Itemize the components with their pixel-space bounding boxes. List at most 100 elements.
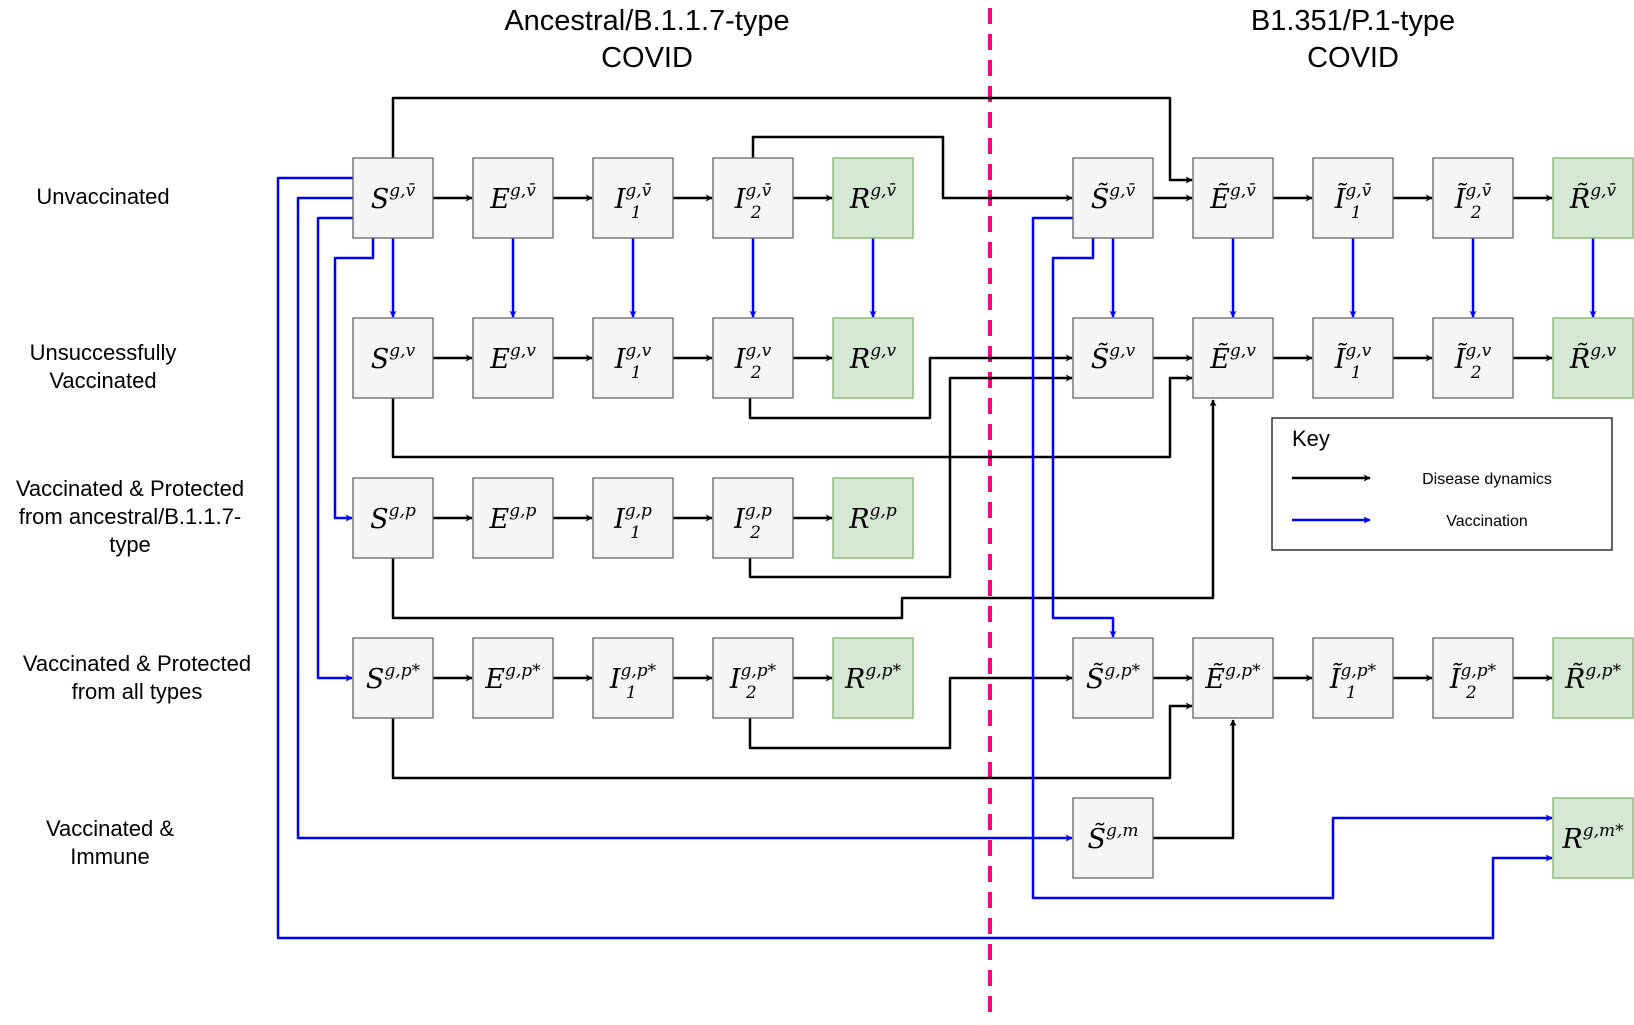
header-left-line-2: COVID xyxy=(601,42,693,74)
reinfection-arrow xyxy=(748,374,1073,579)
compartment-superscript: g,p* xyxy=(1341,661,1377,681)
compartment-superscript: g,v xyxy=(389,341,415,361)
compartment-symbol: Ẽ xyxy=(1209,182,1230,215)
compartment-box xyxy=(592,317,674,399)
compartment-ti2-v: Ĩg,v2 xyxy=(1432,317,1514,399)
compartment-superscript: g,v xyxy=(745,341,771,361)
compartment-box xyxy=(1192,317,1274,399)
compartment-box xyxy=(472,157,554,239)
compartment-label: Ig,p xyxy=(613,501,652,535)
compartment-symbol: E xyxy=(489,184,510,215)
row-label-protected-all-2: from all types xyxy=(72,679,203,704)
compartment-symbol: S xyxy=(366,664,385,695)
row-label-immune-1: Vaccinated & xyxy=(46,816,174,841)
compartment-symbol: I xyxy=(729,664,742,695)
compartment-s-ps: Sg,p* xyxy=(352,637,434,719)
compartment-s-v: Sg,v xyxy=(352,317,434,399)
compartment-superscript: g,v xyxy=(1465,341,1491,361)
compartment-s-ubar: Sg,v̄ xyxy=(352,157,434,239)
row-label-protected-ancestral-3: type xyxy=(109,532,151,557)
compartment-box xyxy=(352,157,434,239)
compartment-label: Rg,v̄ xyxy=(849,181,897,215)
header-right-line-2: COVID xyxy=(1307,42,1399,74)
compartment-superscript: g,v̄ xyxy=(1345,181,1371,201)
compartment-symbol: R xyxy=(848,504,869,535)
legend-vaccination-label: Vaccination xyxy=(1446,513,1528,530)
compartment-i1-p: Ig,p1 xyxy=(592,477,674,559)
row-label-protected-ancestral-1: Vaccinated & Protected xyxy=(16,476,244,501)
row-label-immune-2: Immune xyxy=(70,844,149,869)
compartment-superscript: g,p xyxy=(625,501,652,521)
compartment-subscript: 1 xyxy=(631,203,642,223)
compartment-subscript: 1 xyxy=(631,363,642,383)
compartment-symbol: Ẽ xyxy=(1209,342,1230,375)
compartment-box xyxy=(352,477,434,559)
compartment-symbol: Ĩ xyxy=(1449,662,1463,695)
compartment-superscript: g,p xyxy=(870,501,897,521)
compartment-superscript: g,v xyxy=(510,341,536,361)
compartment-box xyxy=(592,637,674,719)
compartment-i1-v: Ig,v1 xyxy=(592,317,674,399)
compartment-box xyxy=(712,637,794,719)
compartment-box xyxy=(592,477,674,559)
compartment-superscript: g,p xyxy=(509,501,536,521)
compartment-superscript: g,p xyxy=(745,501,772,521)
compartment-superscript: g,p* xyxy=(741,661,777,681)
compartment-label: Ig,p xyxy=(733,501,772,535)
compartment-box xyxy=(1552,637,1634,719)
compartment-superscript: g,p* xyxy=(505,661,541,681)
compartment-box xyxy=(1072,637,1154,719)
compartment-label: Ig,p* xyxy=(609,661,657,695)
row-label-unsuccessful-1: Unsuccessfully xyxy=(30,340,177,365)
compartment-superscript: g,v xyxy=(1109,341,1135,361)
reinfection-arrow xyxy=(751,135,1073,202)
compartment-symbol: S̃ xyxy=(1086,662,1105,695)
compartment-subscript: 1 xyxy=(630,523,641,543)
compartment-superscript: g,v xyxy=(625,341,651,361)
compartment-r-ms: Rg,m* xyxy=(1552,797,1634,879)
compartment-ti1-v: Ĩg,v1 xyxy=(1312,317,1394,399)
legend-title: Key xyxy=(1292,426,1330,451)
compartment-i2-v: Ig,v2 xyxy=(712,317,794,399)
reinfection-arrow xyxy=(748,354,1073,420)
compartment-label: Rg,m* xyxy=(1561,821,1624,855)
compartment-label: Ĩg,v xyxy=(1454,341,1492,375)
compartment-symbol: E xyxy=(489,504,510,535)
compartment-symbol: Ĩ xyxy=(1334,182,1348,215)
compartment-box xyxy=(832,317,914,399)
compartment-symbol: S xyxy=(371,184,390,215)
compartment-subscript: 2 xyxy=(1470,203,1482,223)
compartment-box xyxy=(472,637,554,719)
compartment-box xyxy=(712,317,794,399)
compartment-label: Ĩg,v xyxy=(1334,341,1372,375)
legend: Key Disease dynamics Vaccination xyxy=(1271,417,1613,551)
vaccination-route-arrow xyxy=(1051,238,1117,638)
compartment-label: Eg,p* xyxy=(484,661,541,695)
compartment-tr-ps: R̃g,p* xyxy=(1552,637,1634,719)
compartment-symbol: I xyxy=(609,664,622,695)
compartment-superscript: g,m* xyxy=(1583,821,1624,841)
compartment-label: Eg,v̄ xyxy=(489,181,536,215)
row-label-protected-ancestral-2: from ancestral/B.1.1.7- xyxy=(19,504,242,529)
compartment-box xyxy=(832,157,914,239)
compartment-superscript: g,p* xyxy=(865,661,901,681)
compartment-superscript: g,p* xyxy=(621,661,657,681)
compartment-superscript: g,v̄ xyxy=(510,181,536,201)
compartment-symbol: S̃ xyxy=(1091,342,1110,375)
compartment-label: Eg,p xyxy=(489,501,537,535)
compartment-superscript: g,v xyxy=(1345,341,1371,361)
reinfection-arrow xyxy=(391,702,1193,780)
compartment-label: Sg,v̄ xyxy=(371,181,416,215)
compartment-r-ubar: Rg,v̄ xyxy=(832,157,914,239)
compartment-r-v: Rg,v xyxy=(832,317,914,399)
compartment-superscript: g,p* xyxy=(1104,661,1140,681)
compartment-r-p: Rg,p xyxy=(832,477,914,559)
compartment-label: Sg,p* xyxy=(366,661,421,695)
compartment-label: Ĩg,p* xyxy=(1449,661,1497,695)
compartment-label: S̃g,v̄ xyxy=(1091,181,1136,215)
compartment-label: Rg,p xyxy=(848,501,897,535)
compartment-label: R̃g,v̄ xyxy=(1569,181,1617,215)
compartment-label: Ig,v̄ xyxy=(614,181,652,215)
compartment-box xyxy=(1072,317,1154,399)
compartment-superscript: g,v xyxy=(1590,341,1616,361)
